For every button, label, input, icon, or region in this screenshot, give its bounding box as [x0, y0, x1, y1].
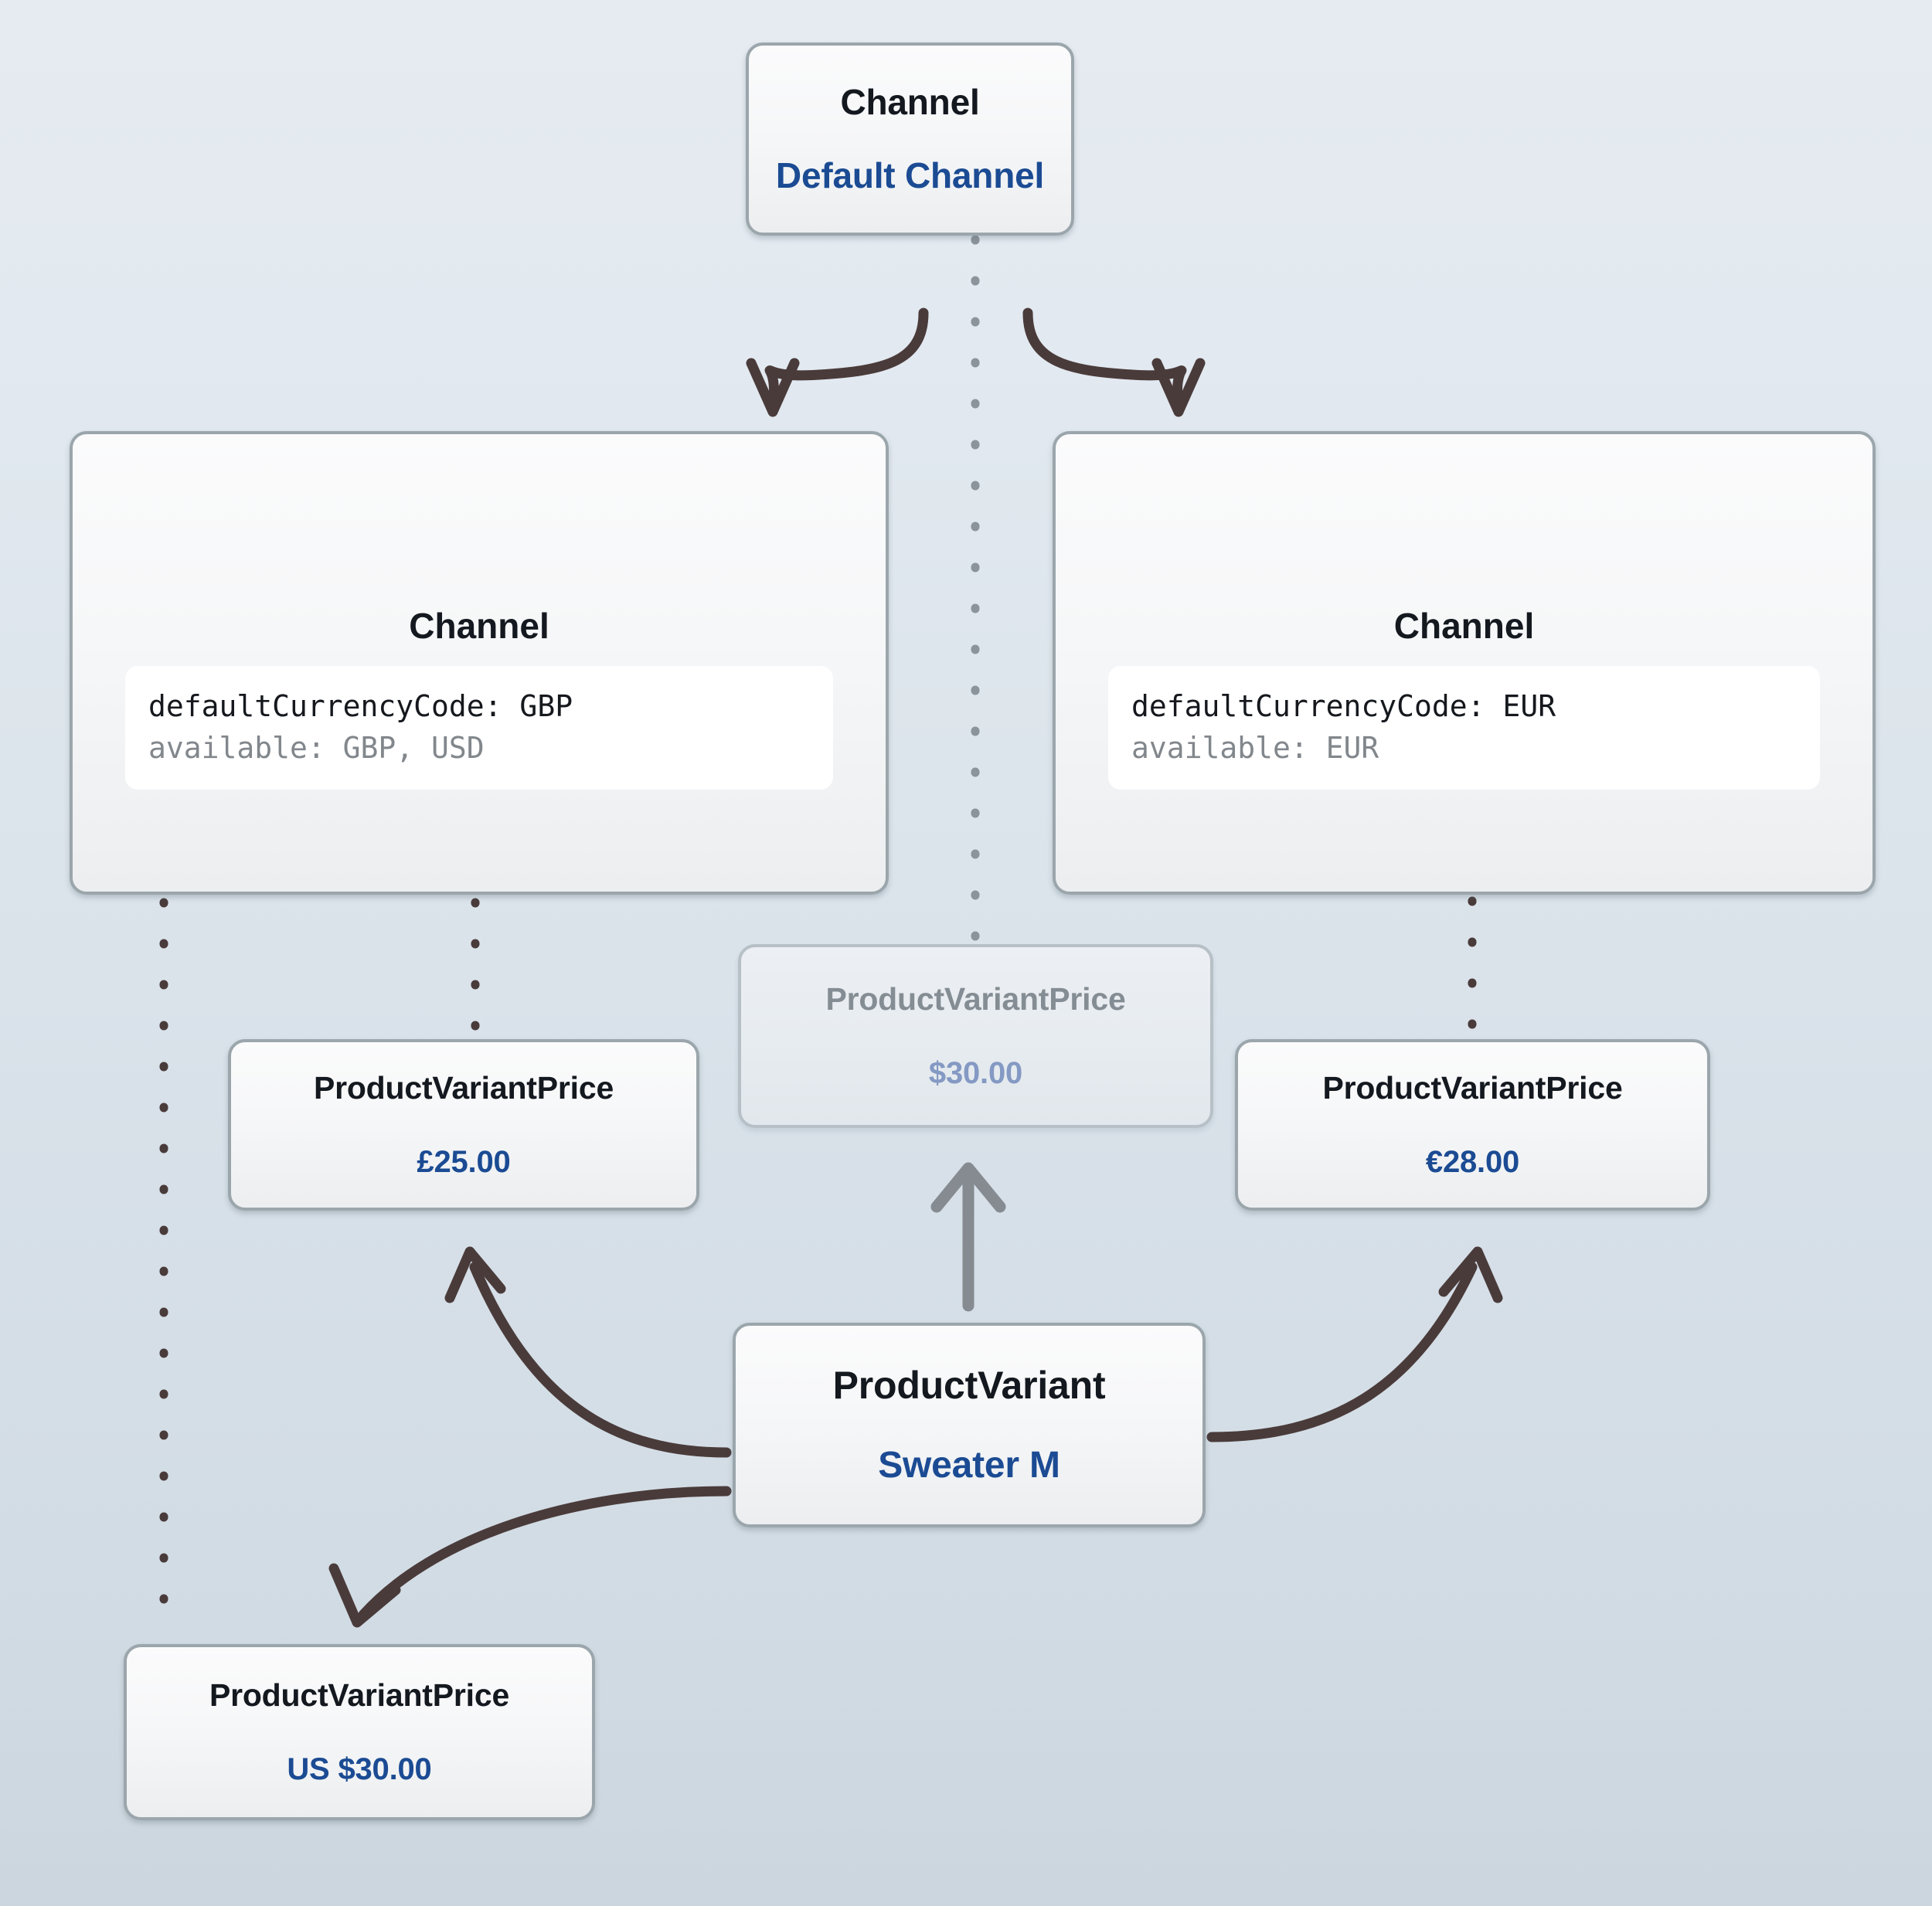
- node-type-label: ProductVariant: [832, 1363, 1106, 1407]
- node-price-value: £25.00: [417, 1144, 511, 1179]
- node-type-label: Channel: [1393, 606, 1535, 646]
- node-product-variant-price-gbp[interactable]: ProductVariantPrice £25.00: [228, 1039, 699, 1211]
- edge-variant-to-price-usd: [328, 1486, 732, 1628]
- node-type-label: ProductVariantPrice: [313, 1070, 614, 1106]
- node-price-value: $30.00: [928, 1055, 1023, 1090]
- node-product-variant[interactable]: ProductVariant Sweater M: [733, 1323, 1206, 1527]
- node-type-label: ProductVariantPrice: [209, 1677, 510, 1714]
- node-type-label: ProductVariantPrice: [1322, 1070, 1623, 1106]
- node-type-label: Channel: [409, 606, 549, 646]
- node-name-label: Sweater M: [878, 1444, 1060, 1486]
- node-price-value: US $30.00: [287, 1751, 432, 1786]
- edge-default-to-germany: [1022, 307, 1206, 417]
- node-default-channel[interactable]: Channel Default Channel: [746, 42, 1074, 236]
- attr-default-currency-code: defaultCurrencyCode: EUR: [1131, 689, 1556, 723]
- node-type-label: ProductVariantPrice: [825, 981, 1126, 1018]
- edge-variant-to-price-de: [1206, 1246, 1503, 1442]
- node-name-label: Default Channel: [775, 155, 1045, 195]
- attr-available-currencies: available: EUR: [1131, 730, 1379, 765]
- node-uk-channel[interactable]: Channel UK Channel defaultCurrencyCode: …: [70, 431, 889, 895]
- node-product-variant-price-eur[interactable]: ProductVariantPrice €28.00: [1235, 1039, 1710, 1211]
- attr-available-currencies: available: GBP, USD: [148, 730, 485, 765]
- edge-variant-to-price-default: [930, 1162, 1006, 1312]
- node-product-variant-price-default[interactable]: ProductVariantPrice $30.00: [738, 944, 1213, 1128]
- edge-variant-to-price-uk: [444, 1246, 732, 1458]
- channel-attributes-card: defaultCurrencyCode: EUR available: EUR: [1108, 666, 1820, 790]
- edge-default-to-uk: [746, 307, 929, 417]
- node-type-label: Channel: [840, 82, 980, 123]
- node-product-variant-price-usd[interactable]: ProductVariantPrice US $30.00: [124, 1644, 595, 1820]
- attr-default-currency-code: defaultCurrencyCode: GBP: [148, 689, 573, 723]
- node-price-value: €28.00: [1425, 1144, 1520, 1179]
- node-germany-channel[interactable]: Channel Germany Channel defaultCurrencyC…: [1053, 431, 1876, 895]
- channel-attributes-card: defaultCurrencyCode: GBP available: GBP,…: [125, 666, 833, 790]
